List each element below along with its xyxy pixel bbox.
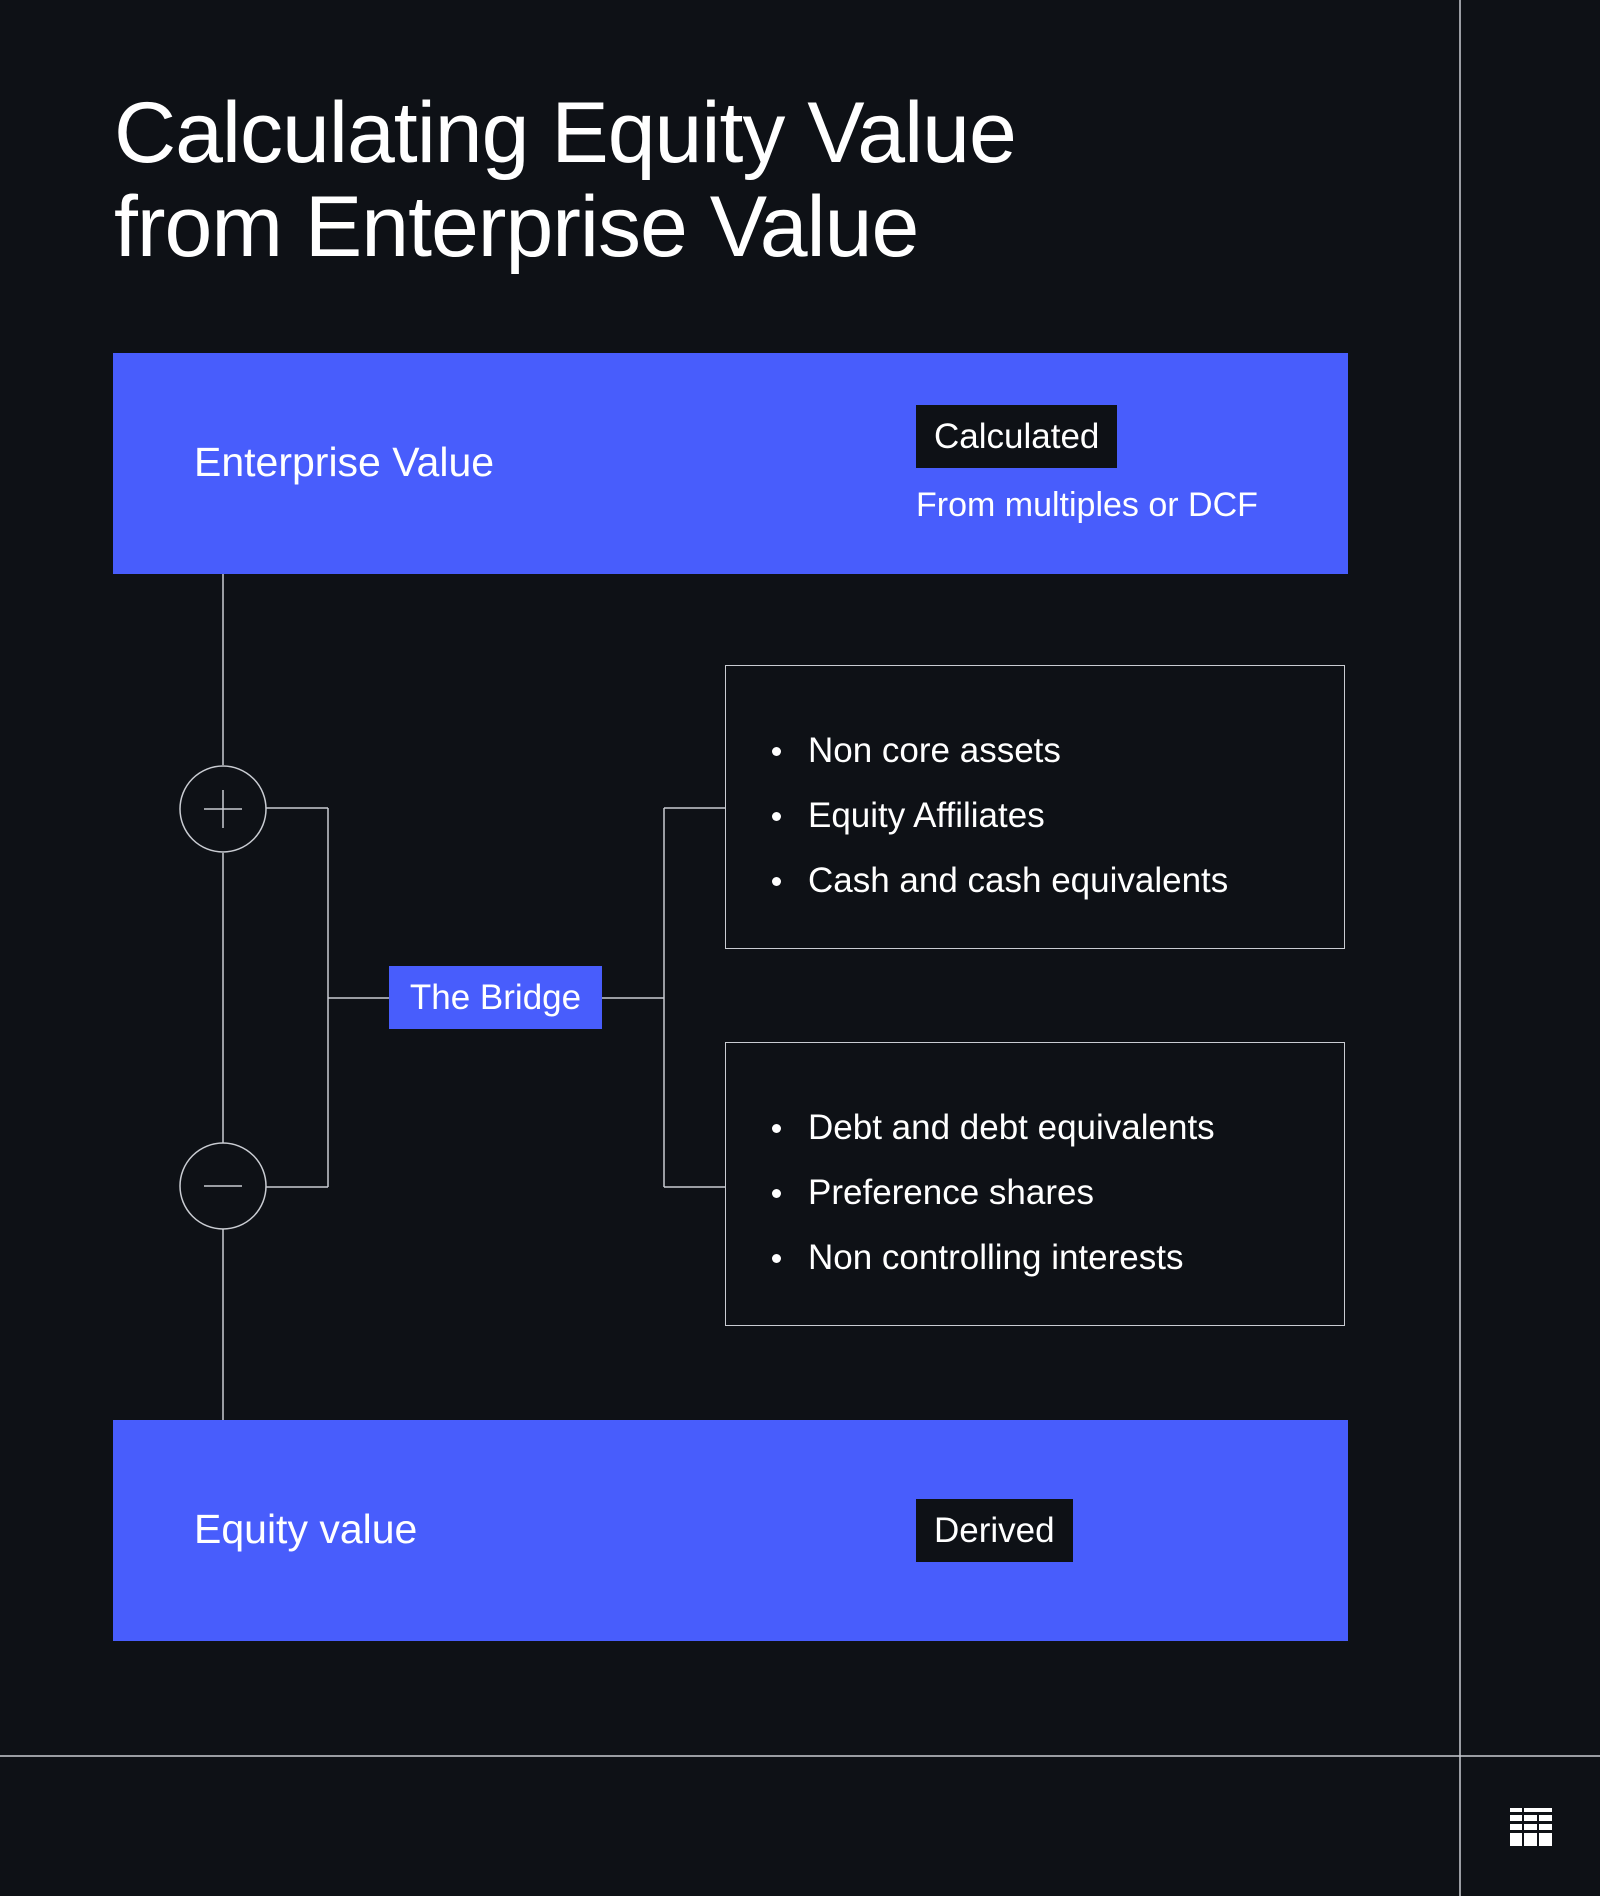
list-item: Non core assets: [772, 718, 1228, 783]
subtract-items-list: Debt and debt equivalents Preference sha…: [772, 1095, 1215, 1290]
add-items-list: Non core assets Equity Affiliates Cash a…: [772, 718, 1228, 913]
add-items-box: Non core assets Equity Affiliates Cash a…: [725, 665, 1345, 949]
list-item: Preference shares: [772, 1160, 1215, 1225]
minus-icon: [179, 1142, 267, 1230]
derived-tag: Derived: [916, 1499, 1073, 1562]
calculated-tag: Calculated: [916, 405, 1118, 468]
enterprise-value-band: Enterprise Value Calculated From multipl…: [113, 353, 1348, 574]
bridge-label: The Bridge: [389, 966, 602, 1029]
list-item: Cash and cash equivalents: [772, 848, 1228, 913]
page-title: Calculating Equity Value from Enterprise…: [114, 86, 1214, 274]
plus-icon: [179, 765, 267, 853]
list-item: Debt and debt equivalents: [772, 1095, 1215, 1160]
title-line-2: from Enterprise Value: [114, 179, 919, 275]
equity-value-label: Equity value: [194, 1506, 418, 1552]
enterprise-value-note: From multiples or DCF: [916, 486, 1258, 524]
list-item: Equity Affiliates: [772, 783, 1228, 848]
equity-value-band: Equity value Derived: [113, 1420, 1348, 1641]
enterprise-value-label: Enterprise Value: [194, 439, 495, 485]
subtract-items-box: Debt and debt equivalents Preference sha…: [725, 1042, 1345, 1326]
list-item: Non controlling interests: [772, 1225, 1215, 1290]
title-line-1: Calculating Equity Value: [114, 85, 1017, 181]
grid-logo-icon: [1510, 1808, 1552, 1846]
